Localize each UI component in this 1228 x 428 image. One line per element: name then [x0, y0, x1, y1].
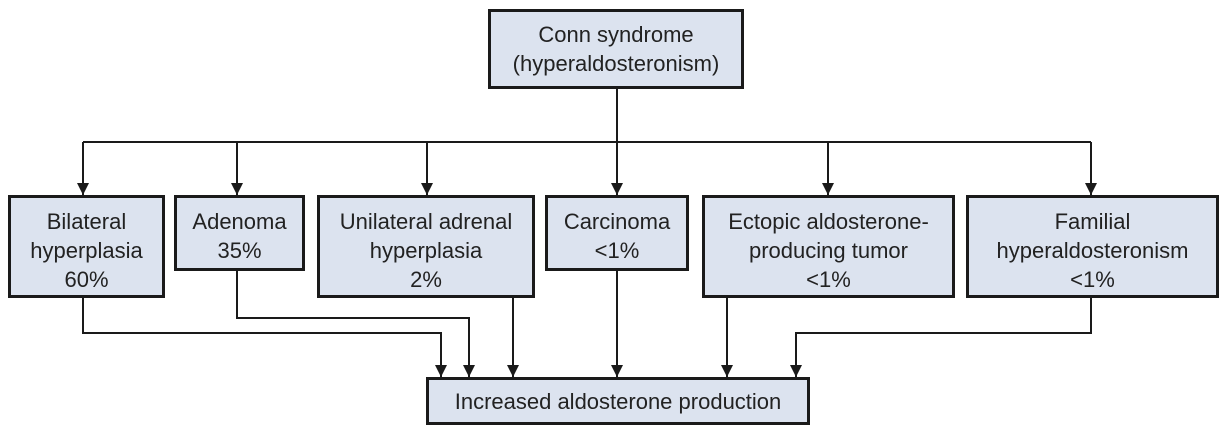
cause-node-adenoma: Adenoma 35% — [174, 195, 305, 271]
cause-5-line-3: <1% — [806, 267, 851, 292]
cause-5-line-2: producing tumor — [749, 238, 908, 263]
cause-node-ectopic-aldosterone-producing-tumor: Ectopic aldosterone- producing tumor <1% — [702, 195, 955, 298]
cause-1-line-3: 60% — [64, 267, 109, 292]
outcome-node-increased-aldosterone: Increased aldosterone production — [426, 377, 810, 425]
cause-3-line-2: hyperplasia — [369, 238, 483, 263]
cause-3-line-3: 2% — [410, 267, 442, 292]
arrow-familial-to-outcome — [790, 298, 1092, 377]
cause-2-line-2: 35% — [217, 238, 262, 263]
cause-node-carcinoma: Carcinoma <1% — [545, 195, 689, 271]
cause-3-line-1: Unilateral adrenal — [339, 209, 513, 234]
cause-2-line-1: Adenoma — [192, 209, 287, 234]
root-line-2: (hyperaldosteronism) — [512, 51, 720, 76]
cause-4-line-2: <1% — [594, 238, 640, 263]
root-node-conn-syndrome: Conn syndrome (hyperaldosteronism) — [488, 9, 744, 89]
outcome-line-1: Increased aldosterone production — [454, 388, 782, 414]
cause-node-bilateral-hyperplasia: Bilateral hyperplasia 60% — [8, 195, 165, 298]
arrow-bilateral-to-outcome — [82, 298, 447, 377]
root-line-1: Conn syndrome — [538, 22, 694, 47]
cause-node-unilateral-adrenal-hyperplasia: Unilateral adrenal hyperplasia 2% — [317, 195, 535, 298]
cause-5-line-1: Ectopic aldosterone- — [728, 209, 929, 234]
cause-1-line-1: Bilateral — [46, 209, 127, 234]
cause-6-line-1: Familial — [1054, 209, 1131, 234]
cause-6-line-2: hyperaldosteronism — [996, 238, 1189, 263]
cause-4-line-1: Carcinoma — [563, 209, 671, 234]
cause-node-familial-hyperaldosteronism: Familial hyperaldosteronism <1% — [966, 195, 1219, 298]
cause-6-line-3: <1% — [1070, 267, 1115, 292]
arrow-adenoma-to-outcome — [236, 270, 475, 377]
cause-1-line-2: hyperplasia — [30, 238, 143, 263]
